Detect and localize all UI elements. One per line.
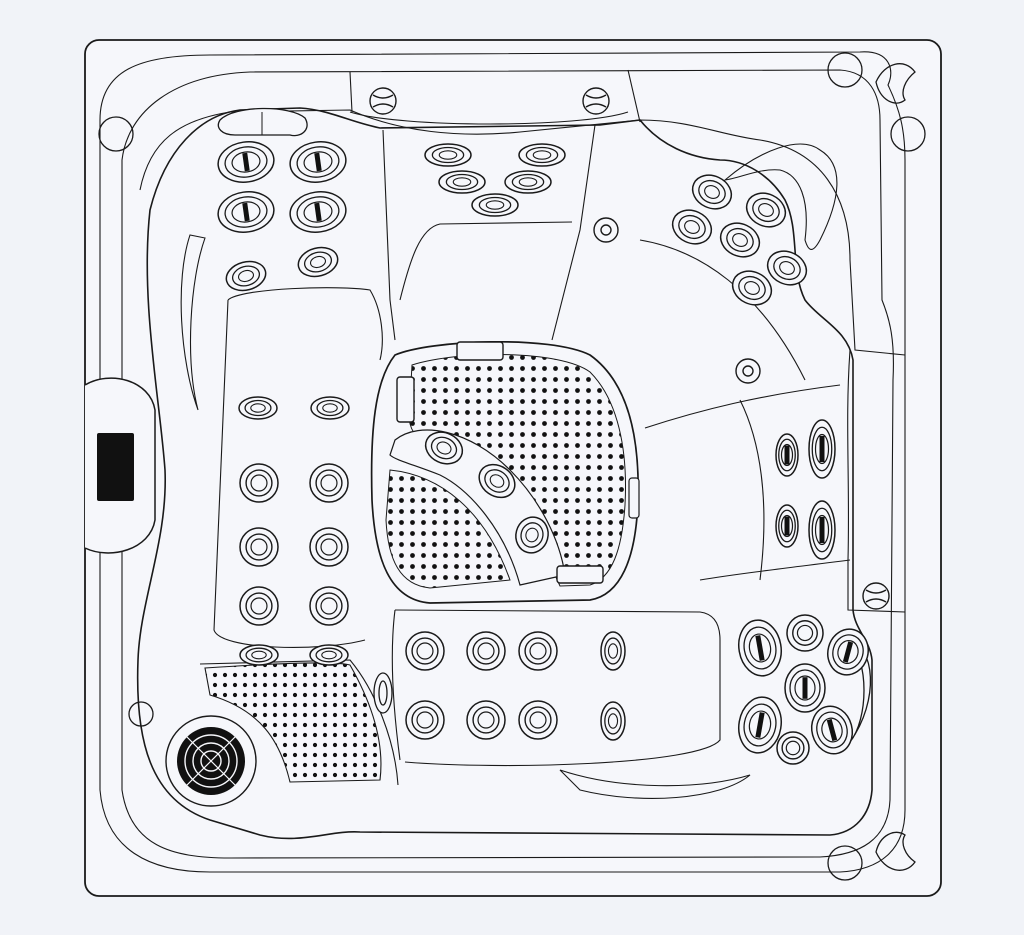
jet-icon: [671, 209, 713, 245]
jet-icon: [766, 250, 808, 286]
jet-icon: [466, 631, 506, 671]
jet-icon: [239, 463, 279, 503]
jet-icon: [309, 644, 349, 666]
jet-icon: [309, 586, 349, 626]
cup-holder-icon: [890, 116, 926, 152]
cup-holder-icon: [128, 701, 154, 727]
directional-jet-icon: [808, 419, 836, 479]
jet-icon: [424, 431, 464, 465]
spa-rim-outer: [99, 51, 906, 873]
jet-icon: [518, 700, 558, 740]
cup-holder-icon: [827, 52, 863, 88]
jet-icon: [405, 631, 445, 671]
directional-jet-icon: [738, 619, 782, 677]
directional-jet-icon: [775, 504, 799, 548]
footwell-bar-right: [628, 477, 640, 519]
directional-jet-icon: [810, 705, 854, 755]
directional-jet-icon: [289, 141, 347, 183]
light-icon: [735, 358, 761, 384]
right-lounger: [639, 143, 851, 581]
footwell-bar-bottom: [556, 565, 604, 584]
jet-icon: [309, 463, 349, 503]
directional-jet-icon: [784, 663, 826, 713]
jet-icon: [518, 631, 558, 671]
jet-icon: [518, 143, 566, 167]
valve-icon: [369, 87, 397, 115]
drain-grate: [165, 715, 257, 807]
cup-holder-icon: [827, 845, 863, 881]
jet-icon: [309, 527, 349, 567]
jet-icon: [745, 192, 787, 228]
jet-icon: [600, 701, 626, 741]
directional-jet-icon: [827, 628, 869, 676]
jet-icon: [776, 731, 810, 765]
cup-holder-icon: [875, 831, 916, 871]
directional-jet-icon: [808, 500, 836, 560]
footwell-dots-lower: [385, 469, 511, 589]
directional-jet-icon: [217, 141, 275, 183]
lights: [593, 217, 761, 384]
skimmer: [373, 672, 393, 714]
jet-icon: [239, 644, 279, 666]
jet-icon: [719, 222, 761, 258]
jet-icon: [515, 516, 549, 554]
jet-icon: [471, 193, 519, 217]
jet-icon: [731, 270, 773, 306]
valve-icon: [862, 582, 890, 610]
directional-jet-icon: [289, 191, 347, 233]
footwell-bar-top: [456, 341, 504, 361]
jet-icon: [600, 631, 626, 671]
back-seats: [349, 69, 641, 341]
jet-icon: [438, 170, 486, 194]
jet-icon: [466, 700, 506, 740]
step-dots: [204, 662, 382, 783]
front-seats: [391, 609, 751, 799]
directional-jet-icon: [738, 696, 782, 754]
jet-icon: [225, 260, 267, 292]
valves: [369, 87, 890, 610]
jet-icon: [504, 170, 552, 194]
jet-icon: [424, 143, 472, 167]
jet-icon: [239, 586, 279, 626]
directional-jet-icon: [775, 433, 799, 477]
jet-icon: [786, 614, 824, 652]
footwell-bar-left: [396, 376, 415, 423]
spa-rim-inner: [121, 69, 894, 859]
valve-icon: [582, 87, 610, 115]
cup-holder-icon: [875, 63, 916, 104]
jet-icon: [238, 396, 278, 420]
jet-icon: [405, 700, 445, 740]
light-icon: [593, 217, 619, 243]
control-panel: [97, 433, 134, 501]
jet-icon: [297, 246, 339, 278]
jet-icon: [239, 527, 279, 567]
directional-jet-icon: [217, 191, 275, 233]
jet-icon: [310, 396, 350, 420]
cup-holder-icon: [98, 116, 134, 152]
jet-icon: [691, 174, 733, 210]
jet-icon: [478, 463, 516, 499]
jets: [217, 141, 869, 765]
pillow-icon: [217, 107, 308, 137]
